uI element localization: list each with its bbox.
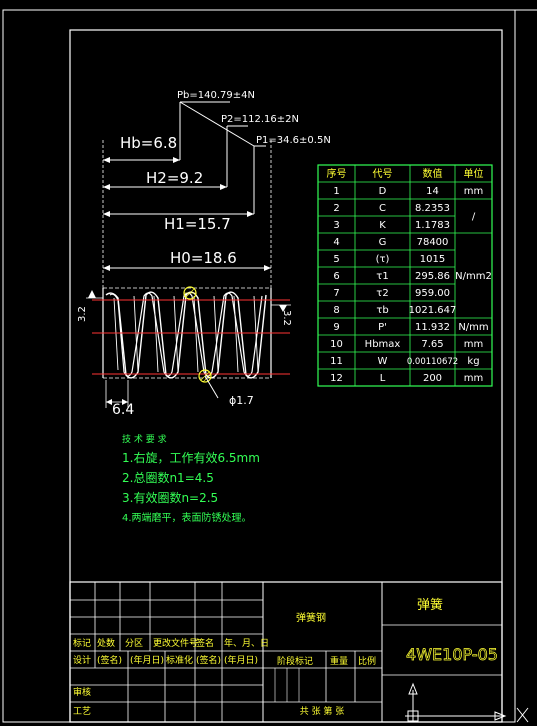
table-cell: 4 — [333, 237, 339, 248]
table-cell: 2 — [333, 203, 339, 214]
wire-diameter-label: ϕ1.7 — [229, 394, 254, 407]
table-cell: τ2 — [376, 288, 388, 299]
part-name: 弹簧 — [417, 597, 443, 613]
tech-item-1: 1.右旋，工作有效6.5mm — [122, 450, 260, 465]
row-label: 标记 — [73, 637, 91, 649]
design-row-label: (年月日) — [130, 654, 164, 666]
table-cell: 1015 — [420, 254, 445, 265]
table-cell: 78400 — [417, 237, 449, 248]
spring-view — [86, 101, 291, 408]
table-cell: 295.86 — [415, 271, 450, 282]
p1-label: P1=34.6±0.5N — [256, 135, 331, 146]
parameter-table: 序号 代号 数值 单位 1 D 14 mm 2 C 8.2353 / 3 K 1.1783 4 G 78400 5 (… — [317, 164, 493, 387]
table-cell: G — [379, 237, 387, 248]
table-cell: K — [379, 220, 386, 231]
table-cell: D — [379, 186, 387, 197]
table-cell: mm — [464, 186, 483, 197]
tech-item-4: 4.两端磨平，表面防锈处理。 — [122, 511, 252, 524]
design-row-label: (签名) — [97, 654, 122, 666]
table-cell: Hbmax — [365, 339, 401, 350]
table-cell: 11 — [330, 356, 343, 367]
technical-requirements: 技 术 要 求 1.右旋，工作有效6.5mm 2.总圈数n1=4.5 3.有效圈… — [122, 433, 260, 524]
row-label: 签名 — [196, 637, 214, 649]
title-block — [69, 581, 503, 723]
tech-title: 技 术 要 求 — [122, 433, 167, 445]
table-header: 序号 — [327, 167, 347, 180]
table-cell: 1.1783 — [415, 220, 450, 231]
table-cell: W — [378, 356, 388, 367]
right-side-dim: 3.2 — [281, 310, 292, 326]
table-cell: 8 — [333, 305, 339, 316]
table-cell: mm — [464, 373, 483, 384]
table-cell: 1021.647 — [409, 305, 457, 316]
row-label: 年、月、日 — [224, 637, 269, 649]
left-side-dim: 3.2 — [77, 306, 88, 322]
h2-label: H2=9.2 — [146, 169, 203, 187]
table-cell: N/mm2 — [455, 271, 492, 282]
row-label: 分区 — [125, 638, 143, 649]
tech-item-3: 3.有效圈数n=2.5 — [122, 490, 218, 505]
h1-label: H1=15.7 — [164, 215, 231, 233]
table-header: 单位 — [464, 167, 484, 180]
table-cell: L — [380, 373, 386, 384]
pb-label: Pb=140.79±4N — [177, 90, 255, 101]
hb-label: Hb=6.8 — [120, 134, 177, 152]
table-cell: τ1 — [376, 271, 388, 282]
drawing-number: 4WE10P-05 — [406, 645, 498, 664]
p2-label: P2=112.16±2N — [221, 114, 299, 125]
table-cell: 10 — [330, 339, 343, 350]
sheets-label: 共 张 第 张 — [300, 705, 345, 717]
table-cell: 8.2353 — [415, 203, 450, 214]
tech-item-2: 2.总圈数n1=4.5 — [122, 470, 214, 485]
table-cell: 200 — [423, 373, 442, 384]
table-cell: 11.932 — [415, 322, 450, 333]
table-cell: kg — [467, 356, 479, 367]
design-row-label: (年月日) — [224, 654, 258, 666]
table-header: 代号 — [373, 168, 393, 180]
design-row-label: 设计 — [73, 654, 91, 666]
table-cell: / — [472, 212, 476, 223]
table-cell: 7.65 — [421, 339, 443, 350]
table-cell: 12 — [330, 373, 343, 384]
table-cell: τb — [376, 305, 388, 316]
ucs-icon — [405, 682, 529, 723]
table-cell: 6 — [333, 271, 339, 282]
process-label: 工艺 — [73, 706, 91, 717]
table-cell: 0.00110672 — [407, 357, 458, 367]
table-cell: (τ) — [376, 254, 390, 265]
table-cell: 959.00 — [415, 288, 450, 299]
title-block-labels: 标记处数分区更改文件号签名年、月、日设计(签名)(年月日)标准化(签名)(年月日… — [73, 637, 376, 667]
table-header: 数值 — [423, 167, 443, 180]
table-cell: 9 — [333, 322, 339, 333]
stage-label: 阶段标记 — [277, 655, 313, 667]
material-label: 弹簧钢 — [296, 611, 326, 624]
pitch-label: 6.4 — [112, 402, 134, 418]
stage-label: 比例 — [358, 655, 376, 667]
table-cell: N/mm — [458, 322, 488, 333]
row-label: 更改文件号 — [153, 637, 198, 649]
table-cell: 5 — [333, 254, 339, 265]
table-cell: 14 — [426, 186, 439, 197]
table-cell: 3 — [333, 220, 339, 231]
table-cell: mm — [464, 339, 483, 350]
design-row-label: 标准化 — [166, 654, 193, 666]
row-label: 处数 — [97, 637, 115, 649]
review-label: 审核 — [73, 686, 91, 698]
h0-label: H0=18.6 — [170, 249, 237, 267]
table-cell: C — [379, 203, 386, 214]
stage-label: 重量 — [330, 655, 348, 667]
design-row-label: (签名) — [196, 654, 221, 666]
table-cell: 1 — [333, 186, 339, 197]
table-cell: P' — [378, 322, 387, 333]
table-cell: 7 — [333, 288, 339, 299]
